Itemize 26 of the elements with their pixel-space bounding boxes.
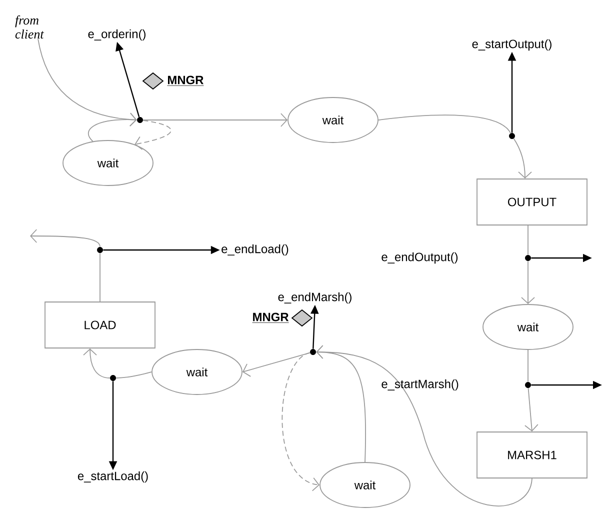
source-label: from client xyxy=(15,15,44,39)
method-label: e_endMarsh() xyxy=(278,292,352,304)
transition-arrow xyxy=(524,388,538,432)
method-label: e_startLoad() xyxy=(78,471,148,483)
transition-arrow xyxy=(134,120,172,150)
mngr-label: MNGR xyxy=(167,76,204,86)
transition-arrow xyxy=(513,138,532,179)
transition-arrow xyxy=(282,352,320,492)
method-label: e_endLoad() xyxy=(222,244,288,256)
transition-arrow xyxy=(88,112,137,142)
transition-arrow xyxy=(30,229,100,248)
event-label: e_startMarsh() xyxy=(382,379,458,391)
method-label: e_startOutput() xyxy=(472,39,552,51)
state-box: MARSH1 xyxy=(476,432,588,478)
mngr-label: MNGR xyxy=(252,312,289,323)
event-label: e_endOutput() xyxy=(382,252,458,264)
transition-line xyxy=(116,372,152,378)
transition-arrow xyxy=(242,352,310,377)
transition-arrow xyxy=(83,348,110,378)
method-label: e_orderin() xyxy=(88,29,146,41)
transition-arrow xyxy=(521,260,535,304)
transition-arrow xyxy=(316,345,366,462)
state-box: OUTPUT xyxy=(476,178,588,226)
state-box: LOAD xyxy=(44,302,156,348)
transition-arrow xyxy=(142,113,288,127)
transition-line xyxy=(378,114,512,134)
